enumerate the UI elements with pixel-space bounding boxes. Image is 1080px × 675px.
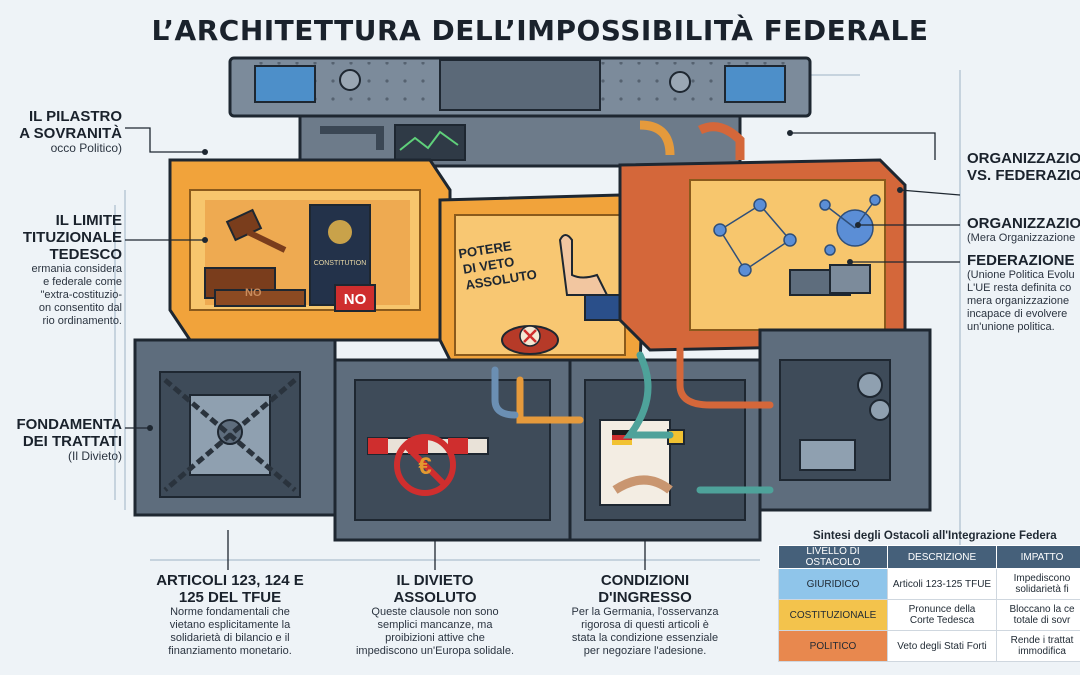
summary-level-giuridico: GIURIDICO bbox=[778, 568, 888, 600]
label-articoli-sub-4: finanziamento monetario. bbox=[168, 645, 292, 657]
label-org-vs-fed-line-1: ORGANIZZAZIO bbox=[967, 150, 1080, 167]
label-federazione-sub-2: L'UE resta definita co bbox=[967, 282, 1072, 294]
leader-lines bbox=[125, 127, 961, 570]
label-org-vs-fed: ORGANIZZAZIO VS. FEDERAZIO bbox=[967, 150, 1080, 184]
label-condizioni: CONDIZIONI D'INGRESSO Per la Germania, l… bbox=[555, 572, 735, 658]
label-federazione-sub-1: (Unione Politica Evolu bbox=[967, 269, 1075, 281]
label-divieto-sub-4: impediscono un'Europa solidale. bbox=[355, 645, 515, 657]
summary-title: Sintesi degli Ostacoli all'Integrazione … bbox=[813, 530, 1057, 542]
label-articoli-line-1: ARTICOLI 123, 124 E bbox=[156, 572, 304, 589]
pipes bbox=[491, 341, 774, 494]
label-divieto-sub-2: semplici mancanze, ma bbox=[377, 619, 493, 631]
label-divieto: IL DIVIETO ASSOLUTO Queste clausole non … bbox=[345, 572, 525, 658]
summary-impact-giuridico-2: solidarietà fi bbox=[1015, 584, 1069, 595]
label-organizzazione-sub: (Mera Organizzazione bbox=[967, 232, 1076, 244]
label-limite: IL LIMITE TITUZIONALE TEDESCO ermania co… bbox=[23, 212, 122, 328]
label-limite-line-1: IL LIMITE bbox=[55, 212, 122, 229]
steel-base: € bbox=[133, 328, 932, 542]
page-title: L’ARCHITETTURA DELL’IMPOSSIBILITÀ FEDERA… bbox=[151, 14, 929, 47]
label-pilastro: IL PILASTRO A SOVRANITÀ occo Politico) bbox=[19, 108, 122, 155]
summary-impact-politico-2: immodifica bbox=[1018, 646, 1066, 657]
label-limite-sub-3: "extra-costituzio- bbox=[40, 289, 122, 301]
label-federazione-sub-3: mera organizzazione bbox=[967, 295, 1070, 307]
label-articoli-sub-2: vietano esplicitamente la bbox=[169, 619, 291, 631]
orange-right-block bbox=[618, 158, 907, 352]
label-articoli-line-2: 125 DEL TFUE bbox=[178, 589, 282, 606]
label-limite-sub-4: on consentito dal bbox=[38, 302, 122, 314]
label-pilastro-sub: occo Politico) bbox=[50, 141, 122, 155]
label-condizioni-line-1: CONDIZIONI bbox=[600, 572, 690, 589]
veto-panel: POTERE DI VETO ASSOLUTO bbox=[438, 193, 647, 372]
summary-header-impact: IMPATTO bbox=[996, 545, 1080, 569]
label-limite-sub-1: ermania considera bbox=[31, 263, 123, 275]
book-label: CONSTITUTION bbox=[314, 260, 367, 267]
label-condizioni-sub-1: Per la Germania, l'osservanza bbox=[571, 606, 719, 618]
summary-impact-politico-1: Rende i trattat bbox=[1010, 635, 1074, 646]
no-sign-text: NO bbox=[344, 291, 367, 308]
orange-left-block: NO CONSTITUTION NO bbox=[168, 158, 452, 342]
label-articoli: ARTICOLI 123, 124 E 125 DEL TFUE Norme f… bbox=[140, 572, 320, 658]
label-condizioni-sub-2: rigorosa di questi articoli è bbox=[581, 619, 709, 631]
summary-desc-costituzionale-2: Corte Tedesca bbox=[909, 615, 975, 626]
label-condizioni-line-2: D'INGRESSO bbox=[598, 589, 692, 606]
summary-header-level: LIVELLO DI OSTACOLO bbox=[778, 545, 888, 569]
summary-impact-giuridico-1: Impediscono bbox=[1013, 573, 1071, 584]
label-divieto-sub-3: proibizioni attive che bbox=[385, 632, 485, 644]
label-divieto-line-1: IL DIVIETO bbox=[396, 572, 474, 589]
label-limite-line-3: TEDESCO bbox=[49, 246, 122, 263]
summary-header-row: LIVELLO DI OSTACOLO DESCRIZIONE IMPATTO bbox=[778, 545, 1080, 569]
summary-level-costituzionale: COSTITUZIONALE bbox=[778, 599, 888, 631]
label-condizioni-sub-4: per negoziare l'adesione. bbox=[583, 645, 707, 657]
plate-no-text: NO bbox=[245, 287, 262, 299]
label-fondamenta-line-2: DEI TRATTATI bbox=[22, 433, 122, 450]
label-articoli-sub-1: Norme fondamentali che bbox=[170, 606, 290, 618]
summary-desc-giuridico: Articoli 123-125 TFUE bbox=[887, 568, 997, 600]
summary-impact-costituzionale-1: Bloccano la ce bbox=[1009, 604, 1075, 615]
label-federazione-title: FEDERAZIONE bbox=[967, 252, 1075, 269]
summary-level-politico: POLITICO bbox=[778, 630, 888, 662]
label-organizzazione-title: ORGANIZZAZIO bbox=[967, 215, 1080, 232]
label-fondamenta: FONDAMENTA DEI TRATTATI (Il Divieto) bbox=[16, 416, 122, 463]
table-row: GIURIDICO Articoli 123-125 TFUE Impedisc… bbox=[778, 568, 1080, 600]
summary-impact-costituzionale-2: totale di sovr bbox=[1013, 615, 1071, 626]
label-organizzazione: ORGANIZZAZIO (Mera Organizzazione bbox=[967, 215, 1080, 245]
summary-table: LIVELLO DI OSTACOLO DESCRIZIONE IMPATTO … bbox=[778, 545, 1080, 662]
summary-desc-costituzionale-1: Pronunce della bbox=[908, 604, 976, 615]
leader-dots bbox=[147, 130, 903, 431]
label-org-vs-fed-line-2: VS. FEDERAZIO bbox=[967, 167, 1080, 184]
label-articoli-sub-3: solidarietà di bilancio e il bbox=[170, 632, 290, 644]
label-federazione: FEDERAZIONE (Unione Politica Evolu L'UE … bbox=[967, 252, 1075, 334]
label-condizioni-sub-3: stata la condizione essenziale bbox=[571, 632, 719, 644]
summary-desc-politico: Veto degli Stati Forti bbox=[887, 630, 997, 662]
label-pilastro-line-2: A SOVRANITÀ bbox=[19, 125, 122, 142]
top-tower bbox=[228, 56, 812, 168]
label-limite-line-2: TITUZIONALE bbox=[22, 229, 122, 246]
label-divieto-sub-1: Queste clausole non sono bbox=[371, 606, 499, 618]
label-pilastro-line-1: IL PILASTRO bbox=[28, 108, 122, 125]
label-limite-sub-5: rio ordinamento. bbox=[42, 315, 123, 327]
table-row: POLITICO Veto degli Stati Forti Rende i … bbox=[778, 630, 1080, 662]
label-fondamenta-sub: (Il Divieto) bbox=[67, 449, 122, 463]
summary-header-desc: DESCRIZIONE bbox=[887, 545, 997, 569]
svg-text:€: € bbox=[418, 453, 431, 480]
label-fondamenta-line-1: FONDAMENTA bbox=[16, 416, 122, 433]
label-limite-sub-2: e federale come bbox=[43, 276, 122, 288]
label-federazione-sub-4: incapace di evolvere bbox=[967, 308, 1068, 320]
label-divieto-line-2: ASSOLUTO bbox=[393, 589, 477, 606]
label-federazione-sub-5: un'unione politica. bbox=[967, 321, 1055, 333]
